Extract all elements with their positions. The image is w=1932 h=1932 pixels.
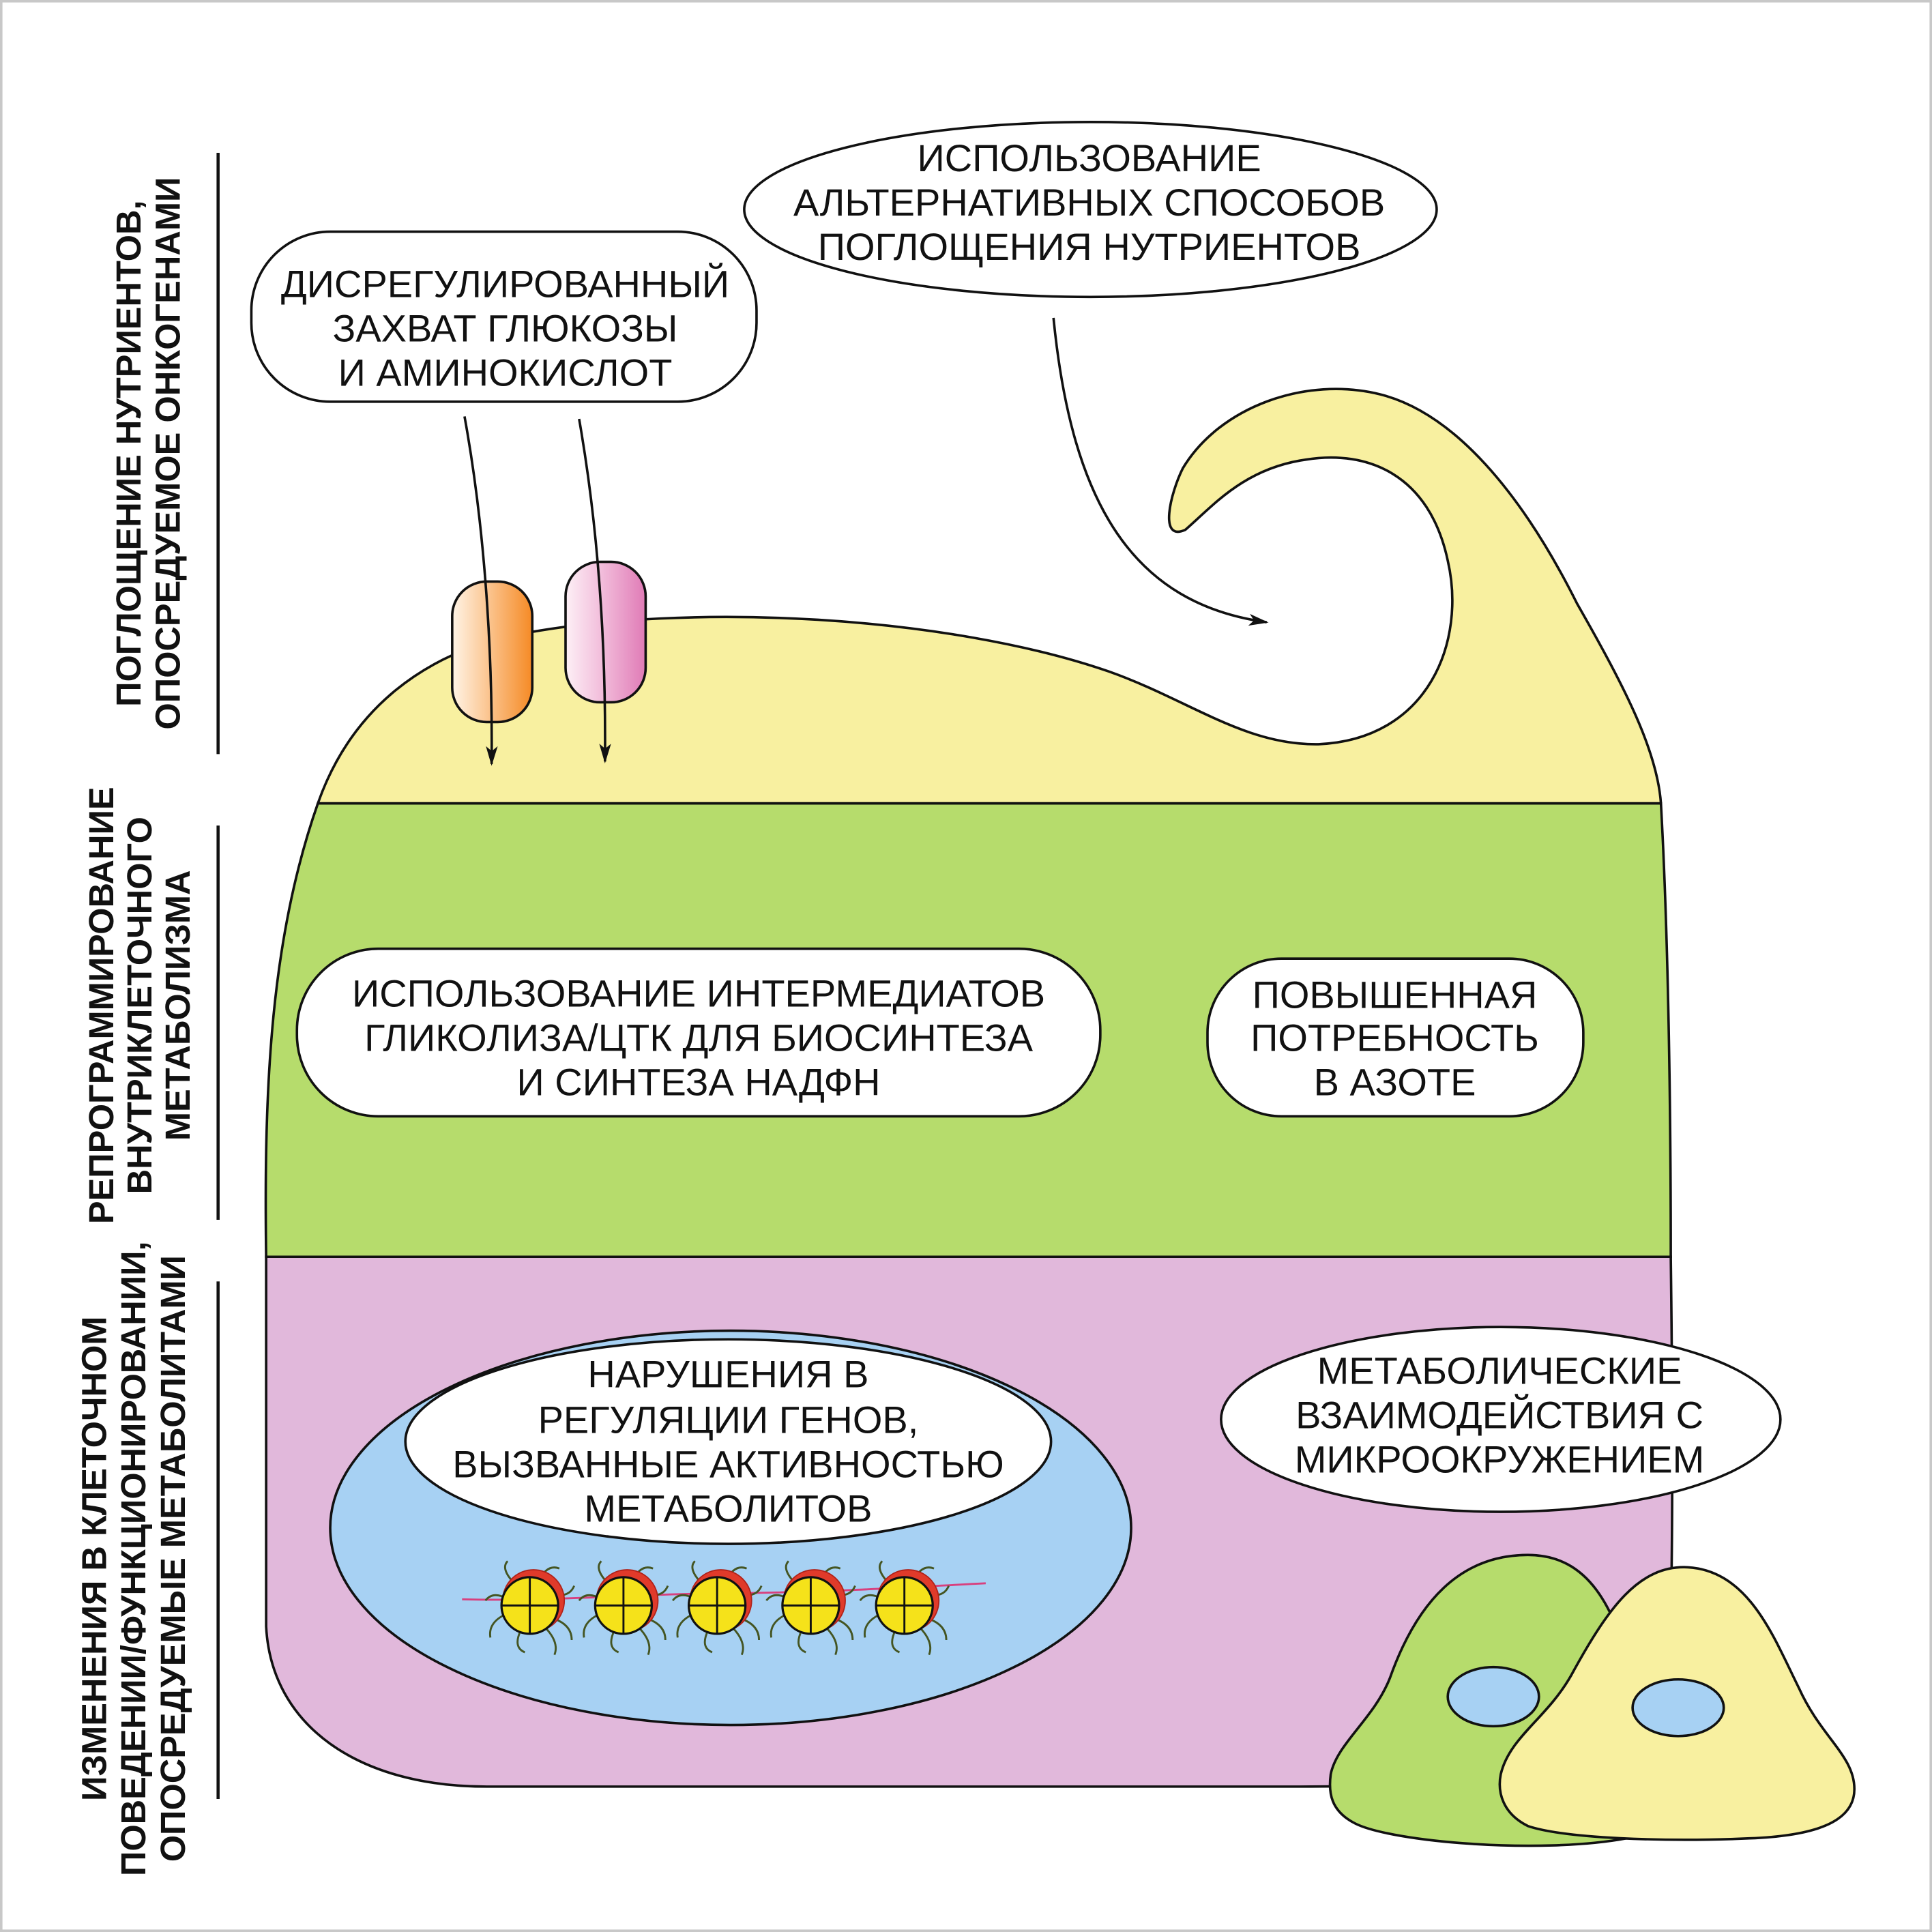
bubble-glucose-uptake-line3: И АМИНОКИСЛОТ	[338, 351, 673, 394]
bubble-nitrogen-line2: ПОТРЕБНОСТЬ	[1250, 1016, 1539, 1059]
bubble-glucose-uptake	[250, 230, 758, 403]
bubble-intermediates-line1: ИСПОЛЬЗОВАНИЕ ИНТЕРМЕДИАТОВ	[352, 972, 1045, 1015]
side-label-uptake: ПОГЛОЩЕНИЕ НУТРИЕНТОВ, ОПОСРЕДУЕМОЕ ОНКО…	[109, 177, 188, 730]
side-label-uptake-line2: ОПОСРЕДУЕМОЕ ОНКОГЕНАМИ	[149, 177, 188, 730]
side-label-reprogramming: РЕПРОГРАММИРОВАНИЕ ВНУТРИКЛЕТОЧНОГО МЕТА…	[82, 787, 197, 1224]
arrow-amino-uptake	[578, 418, 611, 764]
histone-tail	[544, 1626, 557, 1656]
bubble-nitrogen-line1: ПОВЫШЕННАЯ	[1253, 973, 1538, 1016]
nucleosome	[484, 1560, 575, 1656]
bubble-gene-regulation-line3: ВЫЗВАННЫЕ АКТИВНОСТЬЮ	[452, 1443, 1004, 1486]
bubble-gene-regulation-line2: РЕГУЛЯЦИИ ГЕНОВ,	[538, 1399, 919, 1441]
amino-acid-transporter	[564, 560, 647, 704]
side-label-reprogramming-line1: РЕПРОГРАММИРОВАНИЕ	[82, 787, 121, 1224]
nucleosome	[671, 1560, 763, 1656]
histone-tail	[919, 1626, 932, 1656]
histone-tail	[825, 1626, 838, 1656]
bubble-alternative-uptake-line2: АЛЬТЕРНАТИВНЫХ СПОСОБОВ	[793, 181, 1385, 224]
bubble-glucose-uptake-line1: ДИСРЕГУЛИРОВАННЫЙ	[281, 262, 729, 305]
side-label-reprogramming-line3: МЕТАБОЛИЗМА	[158, 870, 197, 1141]
arrow-alternative-uptake	[1052, 317, 1269, 626]
bubble-intermediates-line2: ГЛИКОЛИЗА/ЦТК ДЛЯ БИОСИНТЕЗА	[364, 1016, 1034, 1059]
bubble-gene-regulation-line4: МЕТАБОЛИТОВ	[584, 1487, 872, 1530]
bubble-nitrogen	[1206, 957, 1585, 1118]
side-label-behavior-line2: ПОВЕДЕНИИ/ФУНКЦИОНИРОВАНИИ,	[114, 1241, 153, 1876]
bubble-alternative-uptake-line1: ИСПОЛЬЗОВАНИЕ	[918, 136, 1261, 179]
histone-tail	[731, 1626, 744, 1656]
side-label-behavior-line3: ОПОСРЕДУЕМЫЕ МЕТАБОЛИТАМИ	[153, 1255, 192, 1862]
arrow-glucose-uptake	[463, 416, 498, 766]
side-label-behavior-line1: ИЗМЕНЕНИЯ В КЛЕТОЧНОМ	[74, 1317, 113, 1801]
nucleosome	[578, 1560, 669, 1656]
bubble-intermediates	[295, 947, 1102, 1118]
bubble-microenvironment	[1220, 1326, 1782, 1513]
bubble-nitrogen-line3: В АЗОТЕ	[1314, 1061, 1476, 1104]
neighbor-cell-yellow-nucleus	[1631, 1678, 1725, 1738]
chromatin	[462, 1560, 986, 1656]
bubble-gene-regulation-line1: НАРУШЕНИЯ В	[587, 1353, 868, 1396]
bubble-microenvironment-line2: ВЗАИМОДЕЙСТВИЯ С	[1296, 1393, 1703, 1436]
side-label-uptake-line1: ПОГЛОЩЕНИЕ НУТРИЕНТОВ,	[109, 200, 148, 706]
nucleosome	[859, 1560, 950, 1656]
bubble-glucose-uptake-line2: ЗАХВАТ ГЛЮКОЗЫ	[333, 306, 678, 349]
side-label-reprogramming-line2: ВНУТРИКЛЕТОЧНОГО	[120, 817, 159, 1194]
bubble-microenvironment-line3: МИКРООКРУЖЕНИЕМ	[1295, 1437, 1705, 1480]
bubble-alternative-uptake-line3: ПОГЛОЩЕНИЯ НУТРИЕНТОВ	[818, 225, 1361, 268]
bubble-gene-regulation	[404, 1338, 1053, 1545]
histone-tail	[638, 1626, 651, 1656]
bubble-intermediates-line3: И СИНТЕЗА НАДФН	[517, 1061, 881, 1104]
side-label-behavior: ИЗМЕНЕНИЯ В КЛЕТОЧНОМ ПОВЕДЕНИИ/ФУНКЦИОН…	[74, 1241, 192, 1876]
nucleosome	[765, 1560, 856, 1656]
bubble-alternative-uptake	[743, 121, 1438, 299]
bubble-microenvironment-line1: МЕТАБОЛИЧЕСКИЕ	[1317, 1349, 1682, 1392]
cell-membrane-region	[316, 387, 1663, 805]
neighbor-cell-green-nucleus	[1446, 1665, 1540, 1728]
